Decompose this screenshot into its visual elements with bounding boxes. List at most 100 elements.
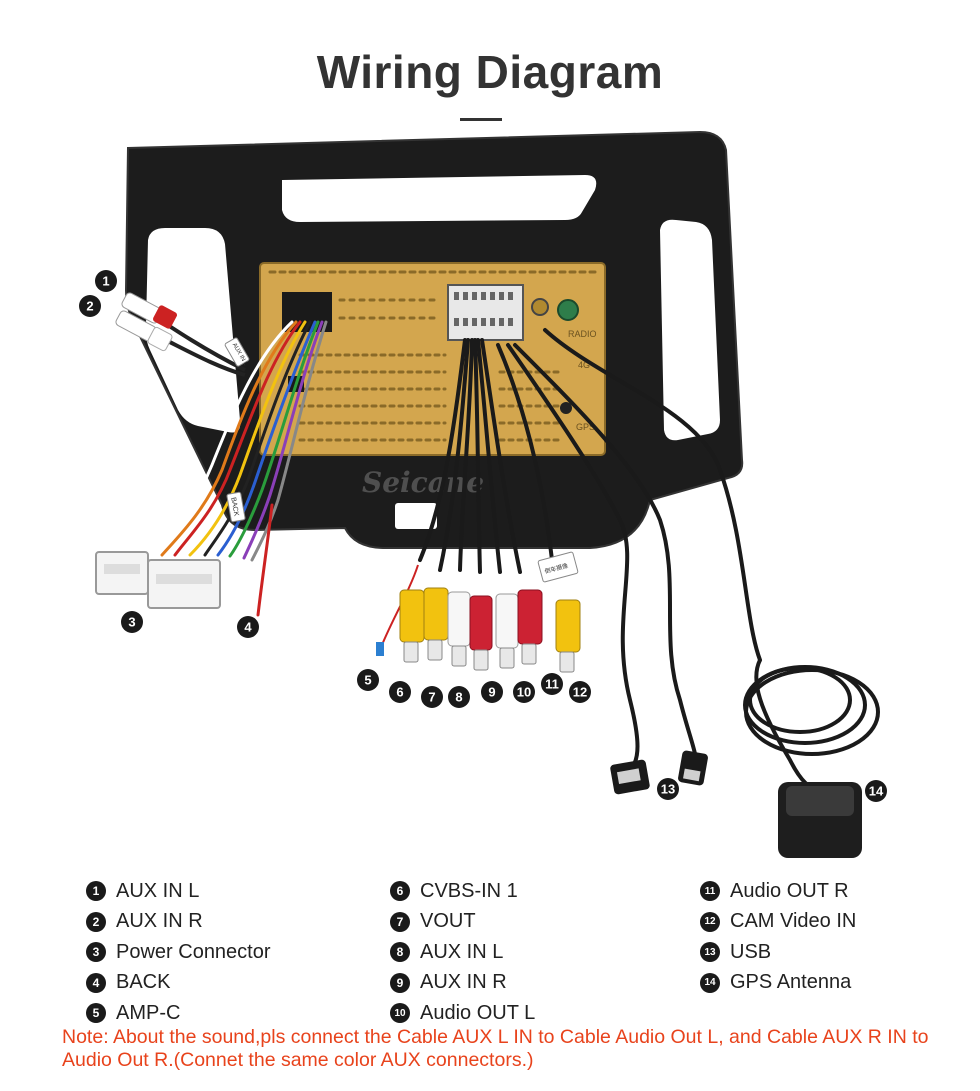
svg-text:9: 9 <box>488 685 495 700</box>
housing-label-4g: 4G <box>578 360 590 370</box>
legend-number-badge: 5 <box>86 1003 106 1024</box>
legend-label: Audio OUT R <box>730 879 849 902</box>
legend-number-badge: 7 <box>390 911 410 932</box>
callout-9: 9 <box>481 681 503 703</box>
callout-1: 1 <box>95 270 117 292</box>
legend-number-badge: 1 <box>86 881 106 902</box>
legend-number-badge: 9 <box>390 972 410 993</box>
gps-antenna <box>743 659 880 792</box>
legend-number-badge: 4 <box>86 972 106 993</box>
legend-number-badge: 11 <box>700 881 720 902</box>
power-wire-bundle <box>146 320 328 617</box>
legend-label: GPS Antenna <box>730 971 852 994</box>
legend-label: AUX IN R <box>116 910 203 933</box>
legend-number-badge: 12 <box>700 911 720 932</box>
legend-label: CAM Video IN <box>730 910 857 933</box>
callout-13: 13 <box>657 778 679 800</box>
svg-text:8: 8 <box>455 690 462 705</box>
legend-item-8: 8 AUX IN L <box>390 937 535 968</box>
legend-number-badge: 14 <box>700 972 720 993</box>
legend-item-1: 1 AUX IN L <box>86 876 271 907</box>
callout-4: 4 <box>237 616 259 638</box>
legend-label: AUX IN L <box>420 940 504 963</box>
legend-item-14: 14 GPS Antenna <box>700 968 856 999</box>
rca-cable-cluster <box>418 328 762 772</box>
callout-7: 7 <box>421 686 443 708</box>
legend-item-10: 10 Audio OUT L <box>390 998 535 1029</box>
power-connector-plug <box>95 551 221 609</box>
back-cable-tag-text: BACK <box>229 497 239 517</box>
legend-label: AUX IN R <box>420 971 507 994</box>
wiring-note: Note: About the sound,pls connect the Ca… <box>62 1026 929 1071</box>
page-title: Wiring Diagram <box>316 46 664 98</box>
radio-antenna-jack <box>531 298 549 316</box>
callout-14: 14 <box>865 780 887 802</box>
callout-3: 3 <box>121 611 143 633</box>
svg-text:6: 6 <box>396 685 403 700</box>
svg-text:5: 5 <box>364 673 371 688</box>
callout-10: 10 <box>513 681 535 703</box>
svg-text:1: 1 <box>102 274 109 289</box>
cam-cable-tag <box>537 551 579 583</box>
callout-11: 11 <box>541 673 563 695</box>
svg-text:10: 10 <box>517 685 531 700</box>
legend-label: Audio OUT L <box>420 1001 536 1024</box>
callout-6: 6 <box>389 681 411 703</box>
svg-text:11: 11 <box>545 677 559 692</box>
legend-label: AUX IN L <box>116 879 200 902</box>
unit-housing <box>259 262 606 456</box>
legend-item-6: 6 CVBS-IN 1 <box>390 876 535 907</box>
svg-text:3: 3 <box>128 615 135 630</box>
legend-item-4: 4 BACK <box>86 968 271 999</box>
legend-number-badge: 10 <box>390 1003 410 1024</box>
legend-item-9: 9 AUX IN R <box>390 968 535 999</box>
legend-item-7: 7 VOUT <box>390 907 535 938</box>
housing-label-radio: RADIO <box>568 329 597 339</box>
legend-item-11: 11 Audio OUT R <box>700 876 856 907</box>
connector-pins <box>454 292 513 326</box>
title-underline <box>460 118 502 121</box>
svg-text:14: 14 <box>869 784 884 799</box>
svg-text:12: 12 <box>573 685 587 700</box>
svg-text:2: 2 <box>86 299 93 314</box>
frame-bottom-plug <box>395 503 437 529</box>
legend-item-5: 5 AMP-C <box>86 998 271 1029</box>
svg-text:7: 7 <box>428 690 435 705</box>
frame-right-window <box>660 219 720 441</box>
gps-antenna-jack <box>560 402 572 414</box>
back-cable-tag <box>226 491 246 523</box>
rca-plugs <box>399 587 581 673</box>
4g-antenna-jack <box>557 299 579 321</box>
svg-text:13: 13 <box>661 782 675 797</box>
legend-label: VOUT <box>420 910 476 933</box>
frame-left-window <box>145 228 241 433</box>
legend-label: USB <box>730 940 772 963</box>
legend-number-badge: 6 <box>390 881 410 902</box>
callout-8: 8 <box>448 686 470 708</box>
legend-column-3: 11 Audio OUT R 12 CAM Video IN 13 USB 14 GPS An… <box>700 876 856 998</box>
usb-plugs <box>610 750 708 795</box>
legend-column-2: 6 CVBS-IN 1 7 VOUT 8 AUX IN L 9 AUX IN R 10 Audio… <box>390 876 535 1029</box>
legend-item-12: 12 CAM Video IN <box>700 907 856 938</box>
wiring-diagram-illustration: RADIO 4G GPS Seicane AUX IN L BACK <box>79 130 887 858</box>
callout-5: 5 <box>357 669 379 691</box>
callout-2: 2 <box>79 295 101 317</box>
legend-label: BACK <box>116 971 171 994</box>
legend-number-badge: 3 <box>86 942 106 963</box>
legend-item-2: 2 AUX IN R <box>86 907 271 938</box>
legend-number-badge: 2 <box>86 911 106 932</box>
amp-c-tip <box>376 642 384 656</box>
svg-text:4: 4 <box>244 620 252 635</box>
frame-top-slot <box>282 175 597 222</box>
legend-number-badge: 8 <box>390 942 410 963</box>
housing-vents <box>268 270 600 442</box>
legend-item-13: 13 USB <box>700 937 856 968</box>
callout-12: 12 <box>569 681 591 703</box>
legend-number-badge: 13 <box>700 942 720 963</box>
legend-label: CVBS-IN 1 <box>420 879 518 902</box>
housing-label-gps: GPS <box>576 422 595 432</box>
legend-label: AMP-C <box>116 1001 181 1024</box>
